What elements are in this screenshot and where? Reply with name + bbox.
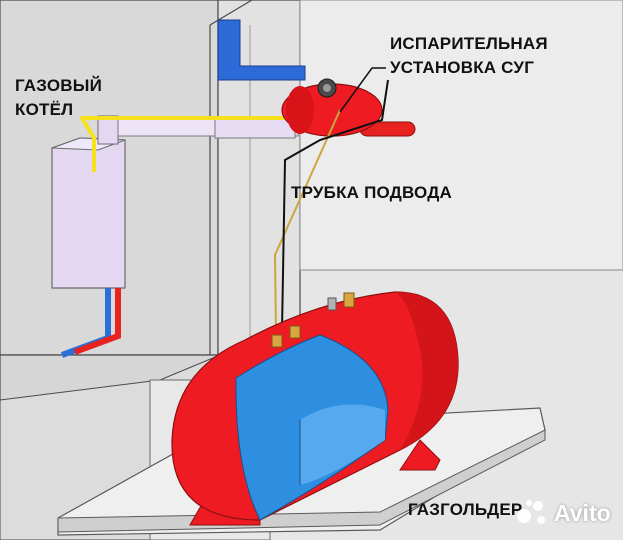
vent-duct [217,19,306,81]
evaporator-label: ИСПАРИТЕЛЬНАЯ УСТАНОВКА СУГ [390,32,548,80]
evaporator-pointer [339,67,386,113]
supply-pipe-label: ТРУБКА ПОДВОДА [291,183,453,202]
avito-logo-icon [517,500,545,524]
slab-edge [57,429,546,533]
tank-valve-4 [271,334,283,348]
ceiling-edge [209,0,253,26]
gas-holder-label: ГАЗГОЛЬДЕР [408,500,523,519]
tank-valve-3 [289,325,301,339]
supply-pointer [281,79,389,331]
water-pipe-red [73,288,121,355]
tank-valve-1 [343,292,355,308]
tank-valve-2 [327,297,337,311]
flue-through-wall [214,117,296,139]
boiler-label-line2: КОТЁЛ [15,100,74,119]
tank-shading [395,292,459,450]
gas-boiler-label: ГАЗОВЫЙ КОТЁЛ [15,74,102,122]
evaporator-end [286,86,314,134]
tank-support-right [399,439,441,471]
evaporator-label-line1: ИСПАРИТЕЛЬНАЯ [390,34,548,53]
evaporator-label-line2: УСТАНОВКА СУГ [390,58,535,77]
cutaway-liquid [300,404,385,485]
gas-boiler [51,137,126,289]
avito-watermark: Avito [515,498,611,528]
boiler-label-line1: ГАЗОВЫЙ [15,76,103,95]
regulator-cap [323,84,331,92]
watermark-text: Avito [554,499,611,526]
